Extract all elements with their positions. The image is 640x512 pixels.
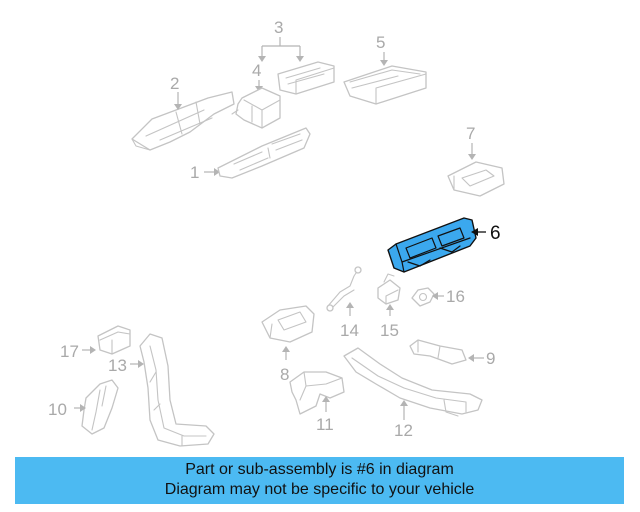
parts-diagram: 2 3 4 5 1 7 6	[48, 18, 505, 447]
part-16-grommet[interactable]	[411, 287, 435, 307]
callout-8[interactable]: 8	[280, 365, 289, 384]
callout-12[interactable]: 12	[394, 421, 413, 440]
arrow-17	[90, 346, 96, 354]
part-1-center-vent[interactable]	[217, 127, 311, 179]
arrow-12	[400, 400, 408, 406]
callout-7[interactable]: 7	[466, 124, 475, 143]
part-7-side-vent[interactable]	[447, 161, 505, 197]
arrow-13	[138, 360, 144, 368]
part-11-duct[interactable]	[289, 371, 345, 415]
callout-11[interactable]: 11	[316, 415, 334, 434]
callout-17[interactable]: 17	[60, 342, 79, 361]
arrow-3a	[258, 56, 266, 62]
info-banner: Part or sub-assembly is #6 in diagram Di…	[15, 457, 624, 504]
part-3-vent-grille[interactable]	[277, 61, 335, 95]
part-8-vent[interactable]	[261, 305, 315, 343]
callout-10[interactable]: 10	[48, 400, 67, 419]
callout-9[interactable]: 9	[486, 349, 495, 368]
arrow-8	[282, 346, 290, 352]
part-12-floor-duct[interactable]	[343, 347, 483, 417]
callout-5[interactable]: 5	[376, 33, 385, 52]
part-5-filter[interactable]	[343, 65, 427, 105]
part-15-sensor[interactable]	[377, 273, 401, 305]
arrow-2	[174, 104, 182, 110]
part-10-duct[interactable]	[81, 379, 119, 435]
arrow-16	[432, 292, 438, 300]
callout-1[interactable]: 1	[190, 163, 199, 182]
arrow-10	[80, 404, 86, 412]
callout-16[interactable]: 16	[446, 287, 465, 306]
callout-15[interactable]: 15	[380, 321, 399, 340]
part-6-vent-highlighted[interactable]	[387, 217, 477, 273]
arrow-3b	[296, 56, 304, 62]
arrow-15	[386, 304, 394, 310]
part-17-vent[interactable]	[97, 325, 131, 355]
arrow-1	[214, 168, 220, 176]
arrow-7	[468, 154, 476, 160]
arrow-11	[322, 396, 330, 402]
arrow-6	[471, 228, 478, 236]
part-13-vertical-duct[interactable]	[139, 333, 215, 447]
part-4-actuator[interactable]	[231, 87, 281, 129]
arrow-14	[346, 302, 354, 308]
part-14-hose[interactable]	[326, 266, 362, 312]
callout-6[interactable]: 6	[490, 223, 501, 244]
callout-14[interactable]: 14	[340, 321, 359, 340]
part-2-duct[interactable]	[131, 91, 235, 151]
callout-13[interactable]: 13	[108, 356, 127, 375]
banner-line-part-number: Part or sub-assembly is #6 in diagram	[185, 461, 454, 478]
banner-line-disclaimer: Diagram may not be specific to your vehi…	[164, 481, 475, 498]
callout-2[interactable]: 2	[170, 74, 179, 93]
callout-4[interactable]: 4	[252, 61, 261, 80]
arrow-9	[468, 354, 474, 362]
callout-3[interactable]: 3	[274, 18, 283, 37]
arrow-5	[380, 60, 388, 66]
part-9-duct[interactable]	[409, 339, 467, 365]
leader-line-3	[261, 37, 301, 58]
